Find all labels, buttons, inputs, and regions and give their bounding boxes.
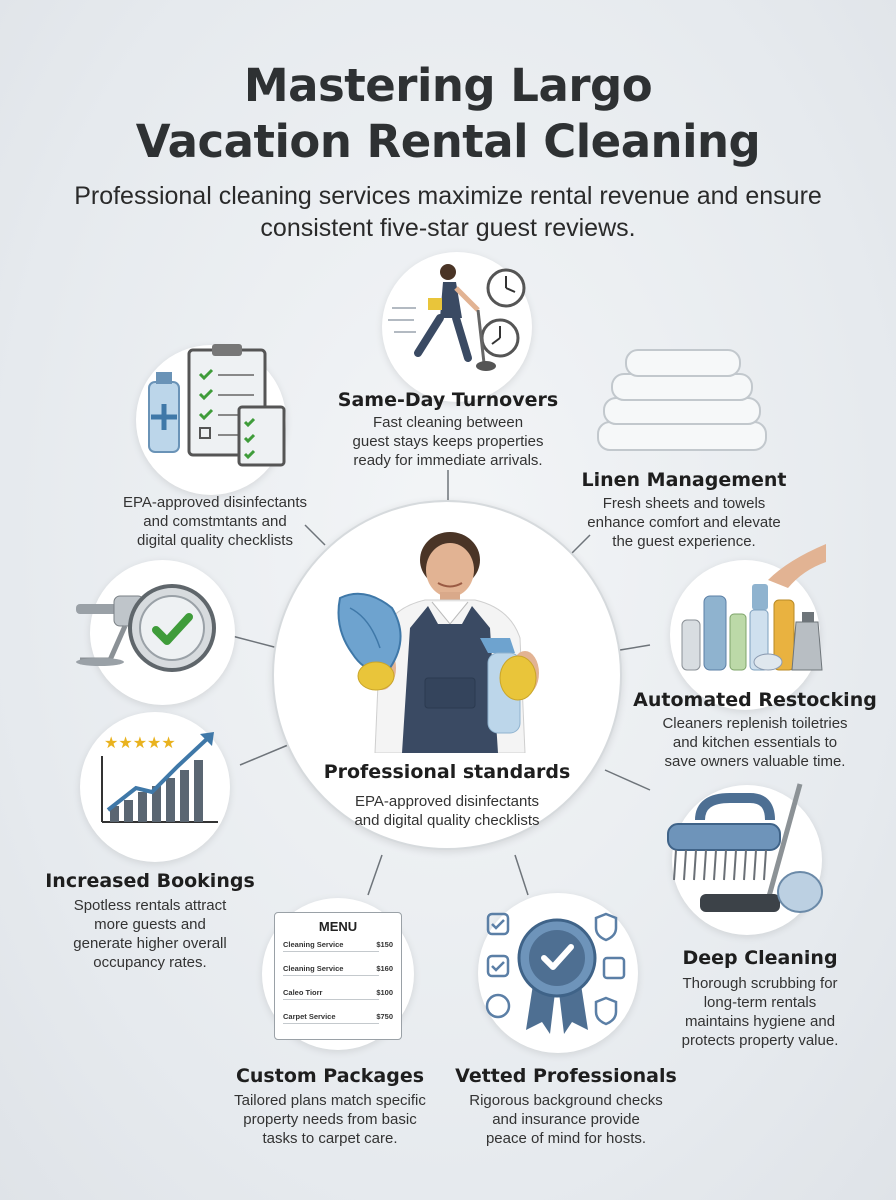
page-title: Mastering Largo Vacation Rental Cleaning	[0, 58, 896, 170]
title-line-2: Vacation Rental Cleaning	[135, 115, 761, 168]
menu-item-name: Cleaning Service	[283, 940, 344, 949]
menu-item-price: $150	[376, 940, 393, 949]
clipboard-checklist-icon	[148, 344, 286, 467]
connector-vetted	[514, 854, 529, 896]
connector-quality	[231, 635, 279, 649]
same-day-heading: Same-Day Turnovers	[337, 389, 559, 411]
bookings-heading: Increased Bookings	[45, 870, 255, 892]
connector-bookings	[239, 744, 289, 766]
linen-desc: Fresh sheets and towels enhance comfort …	[587, 495, 781, 550]
bookings-desc: Spotless rentals attract more guests and…	[73, 897, 227, 971]
connector-restock	[619, 644, 651, 651]
menu-item-name: Carpet Service	[283, 1012, 336, 1021]
connector-deep	[604, 769, 651, 791]
vetted-heading: Vetted Professionals	[455, 1065, 677, 1087]
menu-item-price: $160	[376, 964, 393, 973]
custom-heading: Custom Packages	[235, 1065, 425, 1087]
menu-item-name: Cleaning Service	[283, 964, 344, 973]
connector-checklist	[304, 524, 326, 546]
price-menu-card: MENU Cleaning Service $150 Cleaning Servi…	[274, 912, 402, 1040]
linen-heading: Linen Management	[581, 469, 787, 491]
menu-item: Caleo Tiorr $100	[283, 988, 393, 997]
page-subtitle: Professional cleaning services maximize …	[74, 182, 822, 242]
restock-desc: Cleaners replenish toiletries and kitche…	[662, 715, 848, 770]
cleaner-person-icon	[337, 532, 539, 753]
menu-item-price: $750	[376, 1012, 393, 1021]
menu-item: Cleaning Service $150	[283, 940, 393, 949]
rising-chart-icon: ★★★★★	[101, 732, 218, 823]
custom-desc: Tailored plans match specific property n…	[234, 1092, 426, 1147]
certified-badge-icon	[485, 912, 626, 1034]
brush-vacuum-icon	[667, 783, 823, 913]
deep-heading: Deep Cleaning	[682, 947, 838, 969]
running-cleaner-icon	[388, 264, 526, 371]
center-desc: EPA-approved disinfectants and digital q…	[354, 793, 540, 829]
deep-desc: Thorough scrubbing for long-term rentals…	[681, 975, 839, 1049]
center-heading: Professional standards	[323, 761, 571, 783]
menu-item: Cleaning Service $160	[283, 964, 393, 973]
menu-title: MENU	[318, 919, 358, 934]
vetted-desc: Rigorous background checks and insurance…	[469, 1092, 663, 1147]
toiletries-icon	[681, 544, 826, 671]
menu-item-price: $100	[376, 988, 393, 997]
quality-check-icon	[76, 584, 216, 672]
folded-linen-icon	[597, 349, 767, 451]
menu-item: Carpet Service $750	[283, 1012, 393, 1021]
same-day-desc: Fast cleaning between guest stays keeps …	[352, 414, 544, 469]
svg-text:★★★★★: ★★★★★	[104, 733, 176, 752]
menu-item-name: Caleo Tiorr	[283, 988, 323, 997]
title-line-1: Mastering Largo	[243, 59, 653, 112]
checklist-caption: EPA-approved disinfectants and comstmtan…	[123, 494, 307, 549]
connector-custom	[367, 854, 383, 896]
restock-heading: Automated Restocking	[633, 689, 877, 711]
